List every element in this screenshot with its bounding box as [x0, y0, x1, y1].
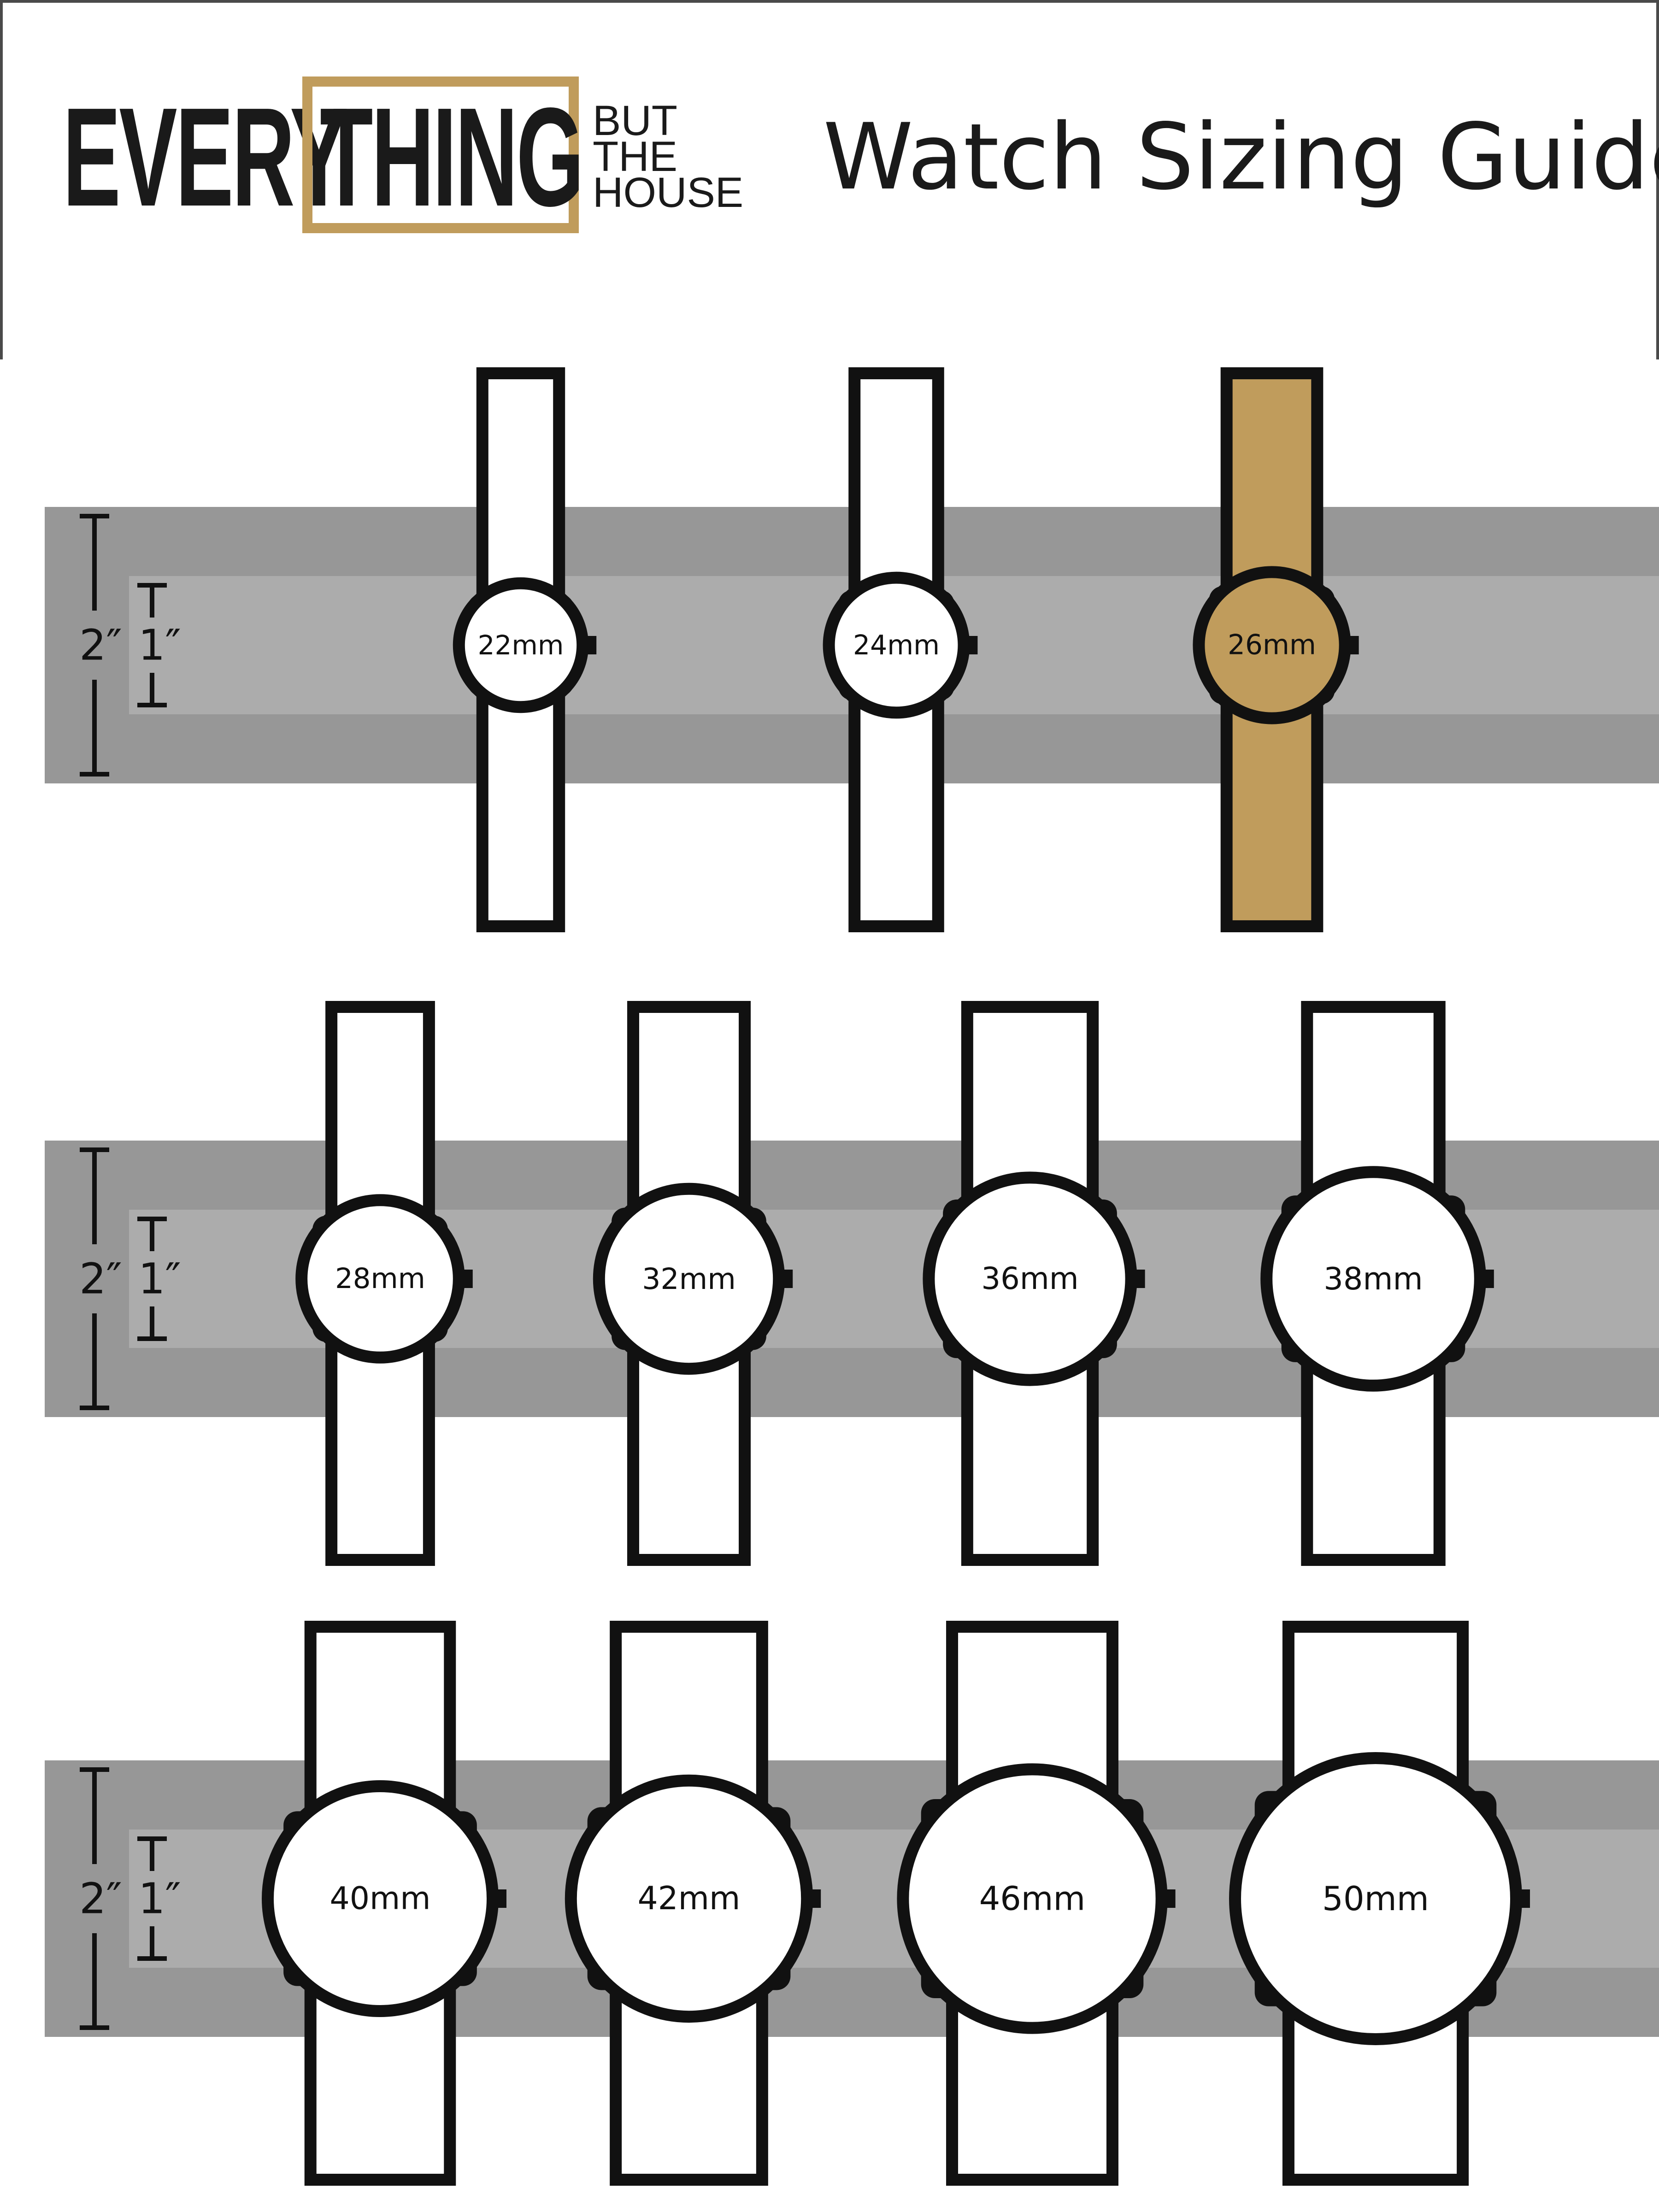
ruler-2in-label: 2″: [79, 621, 122, 670]
watch-size-label: 50mm: [1322, 1879, 1429, 1918]
watch-face: [565, 1774, 813, 2023]
watch-40mm: 40mm: [262, 1621, 506, 2186]
watch-size-label: 36mm: [981, 1261, 1078, 1296]
ruler-1in-label: 1″: [138, 621, 181, 670]
ruler-2in-label: 2″: [79, 1874, 122, 1924]
watch-face: [1260, 1166, 1486, 1392]
watch-28mm: 28mm: [295, 1001, 473, 1566]
watch-face: [823, 571, 970, 719]
watch-size-label: 28mm: [335, 1263, 425, 1295]
watch-face: [295, 1194, 465, 1364]
watch-size-label: 42mm: [638, 1880, 741, 1917]
watch-26mm: 26mm: [1193, 367, 1359, 932]
watch-row-1: 2″ 1″ 22mm 24mm 26mm: [45, 367, 1659, 932]
page-title: Watch Sizing Guide: [823, 104, 1659, 210]
watch-face: [453, 577, 589, 713]
watch-face: [923, 1171, 1137, 1386]
logo-thing-text: THING: [320, 78, 584, 235]
watch-size-label: 22mm: [478, 629, 564, 661]
watch-size-label: 32mm: [642, 1262, 736, 1296]
logo-box: [302, 76, 579, 233]
watch-face: [1193, 566, 1351, 724]
watch-size-label: 38mm: [1324, 1261, 1423, 1297]
ruler-1in-label: 1″: [138, 1874, 181, 1924]
watch-50mm: 50mm: [1229, 1621, 1530, 2186]
watch-24mm: 24mm: [823, 367, 978, 932]
logo-house-text: HOUSE: [593, 169, 744, 216]
ruler-1in-label: 1″: [138, 1254, 181, 1304]
logo-every-text: EVERY: [63, 78, 348, 235]
watch-size-label: 24mm: [853, 629, 940, 661]
watch-46mm: 46mm: [897, 1621, 1176, 2186]
watch-row-3: 2″ 1″ 40mm 42mm 46mm 50mm: [45, 1621, 1659, 2186]
watch-42mm: 42mm: [565, 1621, 821, 2186]
watch-face: [262, 1780, 499, 2017]
watch-36mm: 36mm: [923, 1001, 1145, 1566]
watch-face: [593, 1182, 785, 1375]
watch-size-label: 40mm: [329, 1881, 430, 1917]
watch-size-label: 46mm: [979, 1880, 1086, 1918]
watch-face: [1229, 1752, 1522, 2045]
watch-size-label: 26mm: [1228, 629, 1316, 661]
watch-22mm: 22mm: [453, 367, 597, 932]
watch-face: [897, 1763, 1168, 2034]
logo-the-text: THE: [593, 133, 677, 180]
logo-but-text: BUT: [593, 97, 677, 144]
watch-38mm: 38mm: [1260, 1001, 1494, 1566]
watch-32mm: 32mm: [593, 1001, 793, 1566]
ruler-2in-label: 2″: [79, 1254, 122, 1304]
watch-row-2: 2″ 1″ 28mm 32mm 36mm 38mm: [45, 1001, 1659, 1566]
header: EVERY THING BUT THE HOUSE Watch Sizing G…: [0, 0, 1659, 359]
